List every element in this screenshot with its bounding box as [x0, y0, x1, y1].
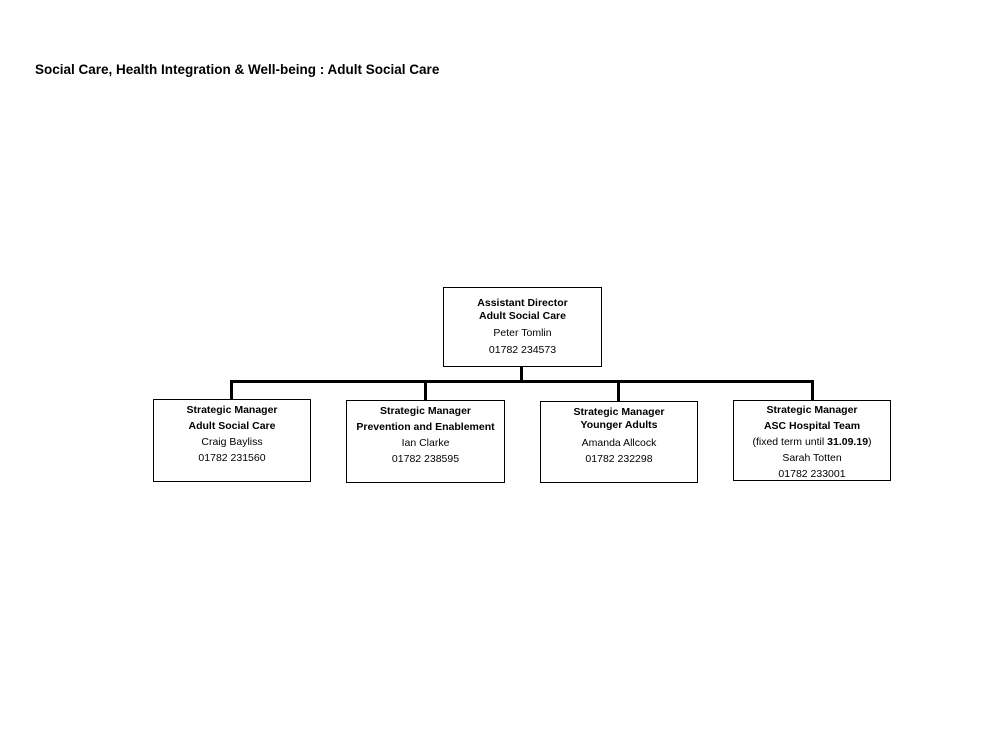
connector-horizontal-rail	[230, 380, 814, 383]
phone-number: 01782 233001	[778, 468, 846, 480]
team-name: Adult Social Care	[188, 420, 276, 432]
phone-number: 01782 238595	[391, 453, 460, 465]
phone-number: 01782 231560	[198, 452, 266, 464]
fixed-term-note: (fixed term until 31.09.19)	[734, 436, 890, 449]
connector-drop-adult-social-care	[230, 380, 233, 399]
team-name: ASC Hospital Team	[763, 420, 861, 432]
person-name: Sarah Totten	[782, 452, 842, 464]
person-name: Amanda Allcock	[581, 437, 657, 449]
connector-drop-asc-hospital-team	[811, 380, 814, 400]
org-node-sm-younger-adults: Strategic Manager Younger Adults Amanda …	[540, 401, 698, 483]
role-department: Adult Social Care	[479, 310, 566, 322]
team-name: Prevention and Enablement	[356, 421, 495, 433]
team-name: Younger Adults	[580, 419, 658, 431]
fixed-term-note-date: 31.09.19	[827, 436, 869, 448]
role-title: Strategic Manager	[573, 406, 665, 418]
org-node-sm-asc-hospital-team: Strategic Manager ASC Hospital Team (fix…	[733, 400, 891, 481]
person-name: Craig Bayliss	[201, 436, 263, 448]
org-node-sm-adult-social-care: Strategic Manager Adult Social Care Crai…	[153, 399, 311, 482]
person-name: Peter Tomlin	[493, 327, 552, 339]
connector-drop-prevention-enablement	[424, 380, 427, 400]
role-title: Assistant Director	[477, 297, 568, 309]
fixed-term-note-suffix: )	[868, 436, 872, 448]
role-title: Strategic Manager	[766, 404, 858, 416]
role-title: Strategic Manager	[186, 404, 278, 416]
person-name: Ian Clarke	[401, 437, 450, 449]
phone-number: 01782 234573	[488, 344, 557, 356]
phone-number: 01782 232298	[585, 453, 653, 465]
connector-drop-younger-adults	[617, 380, 620, 401]
connector-root-stem	[520, 366, 523, 382]
org-node-assistant-director: Assistant Director Adult Social Care Pet…	[443, 287, 602, 367]
fixed-term-note-prefix: (fixed term until	[752, 436, 828, 448]
page-title: Social Care, Health Integration & Well-b…	[35, 62, 440, 77]
org-node-sm-prevention-enablement: Strategic Manager Prevention and Enablem…	[346, 400, 505, 483]
role-title: Strategic Manager	[379, 405, 472, 417]
